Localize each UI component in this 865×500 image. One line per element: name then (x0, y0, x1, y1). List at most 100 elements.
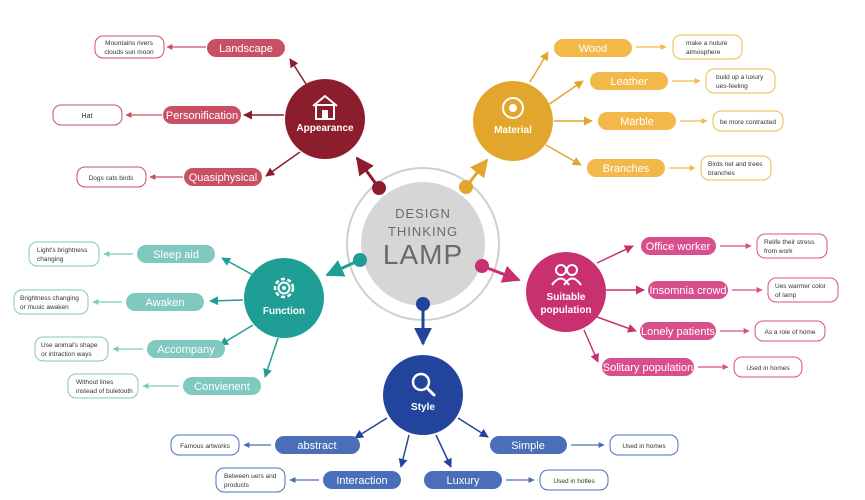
sleep-aid-note-line2: changing (37, 256, 64, 263)
center-title-line2: THINKING (388, 224, 458, 239)
appearance-node[interactable]: Appearance (285, 79, 365, 159)
personification-note: Hat (52, 104, 123, 126)
accompany-pill[interactable]: Accompany (147, 340, 225, 358)
interaction-note: Between uers and products (215, 467, 286, 493)
marble-pill[interactable]: Marble (598, 112, 676, 130)
wood-note-line1: make a nuture (686, 40, 728, 47)
simple-label: Simple (511, 440, 545, 452)
solitary-population-note-line1: Used in homes (746, 365, 790, 372)
branches-label: Branches (603, 163, 650, 175)
material-branch: Material Wood make a nuture atmosphere L… (473, 34, 784, 181)
leather-label: Leather (610, 76, 648, 88)
appearance-title: Appearance (296, 123, 354, 134)
awaken-label: Awaken (146, 297, 185, 309)
convienent-note-line1: Without lines (76, 379, 114, 386)
awaken-note: Brightness changing or music awaken (13, 289, 89, 315)
luxury-label: Luxury (446, 475, 480, 487)
function-node[interactable]: Function (244, 258, 324, 338)
gear-icon (273, 277, 295, 299)
interaction-pill[interactable]: Interaction (323, 471, 401, 489)
solitary-population-pill[interactable]: Solitary population (602, 358, 694, 376)
material-node[interactable]: Material (473, 81, 553, 161)
simple-note: Used in homes (609, 434, 679, 456)
leather-pill[interactable]: Leather (590, 72, 668, 90)
sleep-aid-pill[interactable]: Sleep aid (137, 245, 215, 263)
style-node[interactable]: Style (383, 355, 463, 435)
search-icon (411, 372, 436, 397)
branches-pill[interactable]: Branches (587, 159, 665, 177)
awaken-pill[interactable]: Awaken (126, 293, 204, 311)
sleep-aid-label: Sleep aid (153, 249, 199, 261)
lonely-patients-label: Lonely patients (641, 326, 715, 338)
abstract-note-line1: Famous artworks (180, 443, 231, 450)
landscape-note: Mountains rivers clouds sun moon (94, 35, 165, 59)
house-icon (312, 94, 338, 120)
landscape-pill[interactable]: Landscape (207, 39, 285, 57)
wood-note-line2: atmosphere (686, 49, 721, 56)
solitary-population-note: Used in homes (733, 356, 803, 378)
awaken-note-line2: or music awaken (20, 304, 69, 311)
personification-label: Personification (166, 110, 238, 122)
center-node: DESIGN THINKING LAMP (346, 167, 500, 321)
awaken-note-line1: Brightness changing (20, 295, 79, 302)
population-node[interactable]: Suitable population (526, 252, 606, 332)
convienent-pill[interactable]: Convienent (183, 377, 261, 395)
abstract-pill[interactable]: abstract (275, 436, 360, 454)
leather-note-line1: build up a luxury (716, 74, 764, 81)
landscape-note-line2: clouds sun moon (104, 49, 154, 56)
branches-note: Birds net and trees branches (700, 155, 772, 181)
office-worker-label: Office worker (646, 241, 711, 253)
office-worker-pill[interactable]: Office worker (641, 237, 716, 255)
insomnia-crowd-note: Ues warmer color of lamp (767, 277, 839, 303)
landscape-note-line1: Mountains rivers (105, 40, 153, 47)
center-title-line3: LAMP (383, 239, 463, 270)
insomnia-crowd-note-line2: of lamp (775, 292, 797, 299)
population-title-line1: Suitable (547, 292, 586, 303)
abstract-label: abstract (297, 440, 336, 452)
quasiphysical-note: Dogs cats birds (76, 166, 147, 188)
insomnia-crowd-pill[interactable]: Insomnia crowd (648, 281, 728, 299)
marble-note: be more contracted (712, 110, 784, 132)
office-worker-note: Relife their stress from work (756, 233, 828, 259)
style-title: Style (411, 402, 435, 413)
insomnia-crowd-note-line1: Ues warmer color (775, 283, 827, 290)
office-worker-note-line2: from work (764, 248, 793, 255)
function-title: Function (263, 306, 305, 317)
eye-icon (502, 97, 524, 119)
accompany-note: Use animal's shape or intraction ways (34, 336, 109, 362)
appearance-branch: Appearance Landscape Mountains rivers cl… (52, 35, 365, 188)
lonely-patients-pill[interactable]: Lonely patients (640, 322, 716, 340)
marble-note-line1: be more contracted (720, 119, 776, 126)
sleep-aid-note-line1: Light's brightness (37, 247, 88, 254)
simple-pill[interactable]: Simple (490, 436, 567, 454)
branches-note-line2: branches (708, 170, 735, 177)
sleep-aid-note: Light's brightness changing (28, 241, 100, 267)
interaction-label: Interaction (336, 475, 387, 487)
quasiphysical-note-line1: Dogs cats birds (89, 175, 135, 182)
solitary-population-label: Solitary population (603, 362, 694, 374)
luxury-note-line1: Used in hotles (553, 478, 595, 485)
convienent-label: Convienent (194, 381, 250, 393)
luxury-pill[interactable]: Luxury (424, 471, 502, 489)
population-branch: Suitable population Office worker Relife… (526, 233, 839, 378)
wood-note: make a nuture atmosphere (672, 34, 743, 60)
accompany-label: Accompany (157, 344, 215, 356)
landscape-label: Landscape (219, 43, 273, 55)
wood-pill[interactable]: Wood (554, 39, 632, 57)
personification-pill[interactable]: Personification (163, 106, 241, 124)
population-title-line2: population (540, 305, 591, 316)
branches-note-line1: Birds net and trees (708, 161, 763, 168)
marble-label: Marble (620, 116, 654, 128)
material-title: Material (494, 125, 532, 136)
insomnia-crowd-label: Insomnia crowd (649, 285, 726, 297)
lonely-patients-note-line1: As a role of home (765, 329, 816, 336)
function-branch: Function Sleep aid Light's brightness ch… (13, 241, 324, 399)
quasiphysical-pill[interactable]: Quasiphysical (184, 168, 262, 186)
center-title-line1: DESIGN (395, 206, 451, 221)
quasiphysical-label: Quasiphysical (189, 172, 257, 184)
accompany-note-line1: Use animal's shape (41, 342, 98, 349)
interaction-note-line2: products (224, 482, 250, 489)
convienent-note: Without lines instead of buletooth (67, 373, 139, 399)
